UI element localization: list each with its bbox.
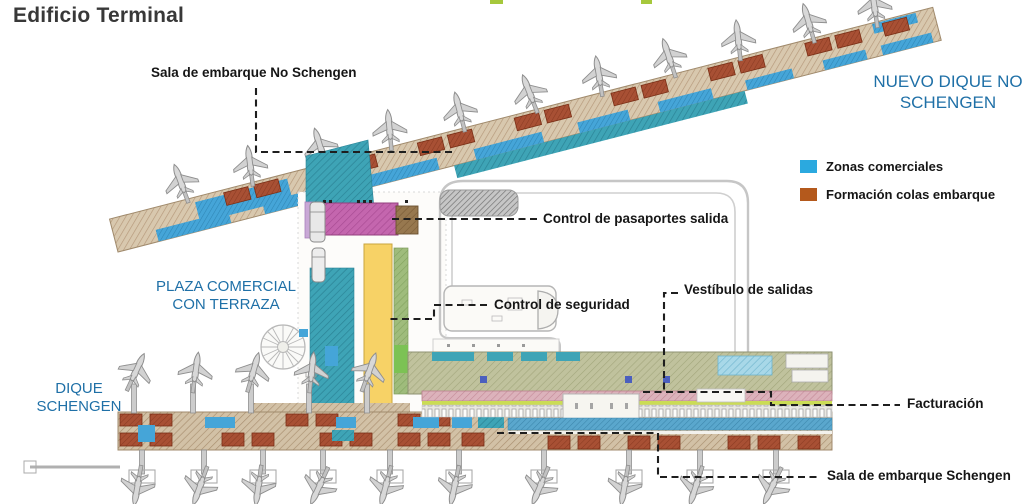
leader-sala-no-schengen [254, 88, 456, 154]
callout-facturacion: Facturación [907, 396, 984, 411]
legend-label: Formación colas embarque [826, 187, 996, 202]
leader-facturacion [643, 390, 900, 407]
commercial-teal-zone [309, 267, 355, 409]
page-title: Edificio Terminal [13, 4, 185, 27]
bus-parking-area [439, 189, 519, 217]
jet-bridges-lower [116, 449, 798, 504]
landside-road-loop [432, 179, 750, 353]
bus-icon [311, 247, 326, 283]
circulation-band [507, 417, 833, 431]
legend-swatch [800, 160, 817, 173]
area-label-nuevo-dique-no-schengen: NUEVO DIQUE NO SCHENGEN [873, 72, 1023, 112]
leader-sala-schengen [497, 431, 820, 479]
terminal-core [260, 139, 447, 441]
cropped-logo-marks [490, 0, 652, 4]
commercial-zone [717, 355, 773, 376]
callout-leaders [254, 88, 900, 479]
area-label-dique-schengen: DIQUE SCHENGEN [36, 380, 122, 416]
main-terminal-building [407, 351, 833, 450]
legend-label: Zonas comerciales [826, 159, 944, 174]
callout-vestibulo-salidas: Vestíbulo de salidas [684, 282, 814, 297]
commercial-zone [325, 346, 338, 366]
commercial-zones-row [138, 417, 504, 442]
boarding-hall-strip [454, 90, 748, 179]
callout-control-pasaportes: Control de pasaportes salida [543, 211, 729, 226]
queue-formation-blocks [547, 435, 821, 450]
legend: Zonas comerciales Formación colas embarq… [800, 159, 995, 215]
leader-vestibulo [662, 291, 678, 392]
callout-control-seguridad: Control de seguridad [494, 297, 630, 312]
leader-seguridad [389, 303, 487, 321]
area-label-plaza-comercial: PLAZA COMERCIAL CON TERRAZA [155, 278, 297, 314]
callout-sala-embarque-no-schengen: Sala de embarque No Schengen [151, 65, 357, 80]
terrace-parasol-icon [260, 324, 306, 370]
legend-swatch [800, 188, 817, 201]
no-schengen-pier [108, 0, 942, 253]
jet-bridges-upper [110, 345, 393, 414]
legend-item-commercial: Zonas comerciales [800, 159, 995, 174]
aircraft-icon [176, 460, 224, 504]
passport-control-area [319, 202, 399, 236]
commercial-zones-row [155, 32, 934, 242]
bus-icon [309, 201, 326, 243]
callout-sala-embarque-schengen: Sala de embarque Schengen [827, 468, 1011, 483]
legend-item-queues: Formación colas embarque [800, 187, 995, 202]
